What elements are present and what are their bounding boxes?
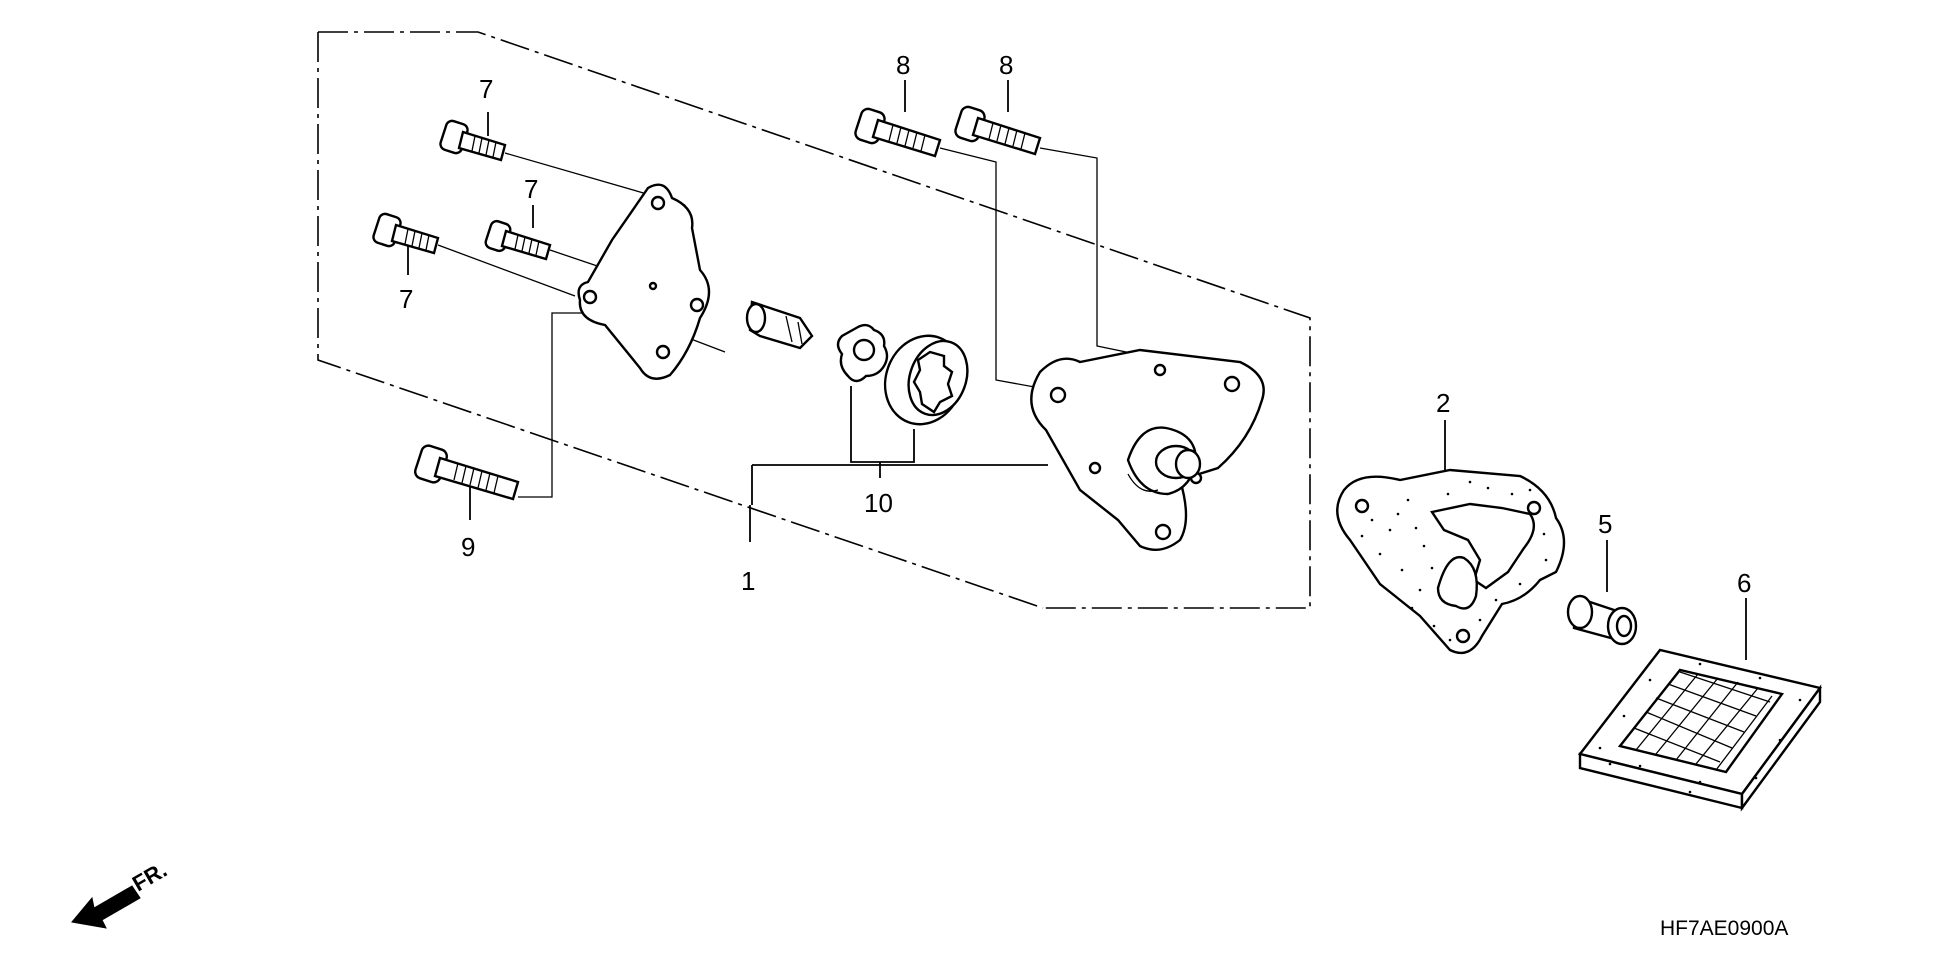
- gasket: [1336, 468, 1566, 655]
- gasket-texture: [1360, 480, 1548, 642]
- callout-10: 10: [864, 488, 893, 518]
- inner-rotor: [836, 323, 889, 383]
- bolt-8-right: [954, 105, 1042, 156]
- callout-5: 5: [1598, 509, 1612, 539]
- bolt-7-left: [372, 212, 440, 255]
- front-direction-marker: FR.: [71, 857, 171, 929]
- bolt-7-middle: [484, 219, 552, 261]
- assembly-outline: [317, 31, 1311, 609]
- oil-strainer: [1577, 648, 1823, 812]
- pump-shaft: [745, 300, 814, 350]
- callout-2: 2: [1436, 388, 1450, 418]
- callout-6: 6: [1737, 568, 1751, 598]
- pump-cover: [577, 183, 711, 380]
- callout-7-top: 7: [479, 74, 493, 104]
- bolt-8-left: [854, 107, 942, 158]
- outer-rotor: [883, 334, 969, 426]
- callout-9: 9: [461, 532, 475, 562]
- callout-8-right: 8: [999, 50, 1013, 80]
- diagram-code: HF7AE0900A: [1660, 917, 1788, 940]
- collar: [1566, 594, 1638, 646]
- strainer-texture: [1598, 662, 1802, 794]
- bolt-7-top: [439, 119, 507, 162]
- front-direction-arrow-icon: [71, 885, 141, 929]
- callouts: 7 7 7 8 8 9 1 10 2 5 6: [399, 50, 1751, 598]
- bolt-9: [414, 444, 520, 501]
- callout-8-left: 8: [896, 50, 910, 80]
- pump-body: [1030, 348, 1265, 552]
- callout-7-middle: 7: [524, 174, 538, 204]
- callout-1: 1: [741, 566, 755, 596]
- callout-7-left: 7: [399, 284, 413, 314]
